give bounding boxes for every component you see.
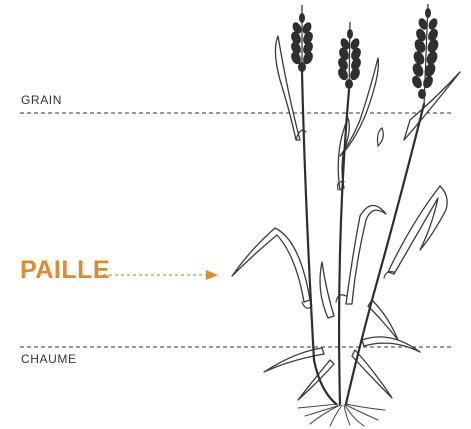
base-leaves (264, 337, 420, 400)
paille-label: PAILLE (20, 256, 110, 284)
roots (298, 404, 385, 426)
ear-middle (336, 22, 363, 92)
ear-right (410, 4, 440, 106)
chaume-label: CHAUME (21, 352, 77, 366)
paille-arrow (103, 270, 218, 280)
ear-left (289, 5, 315, 74)
grain-label: GRAIN (21, 93, 62, 107)
